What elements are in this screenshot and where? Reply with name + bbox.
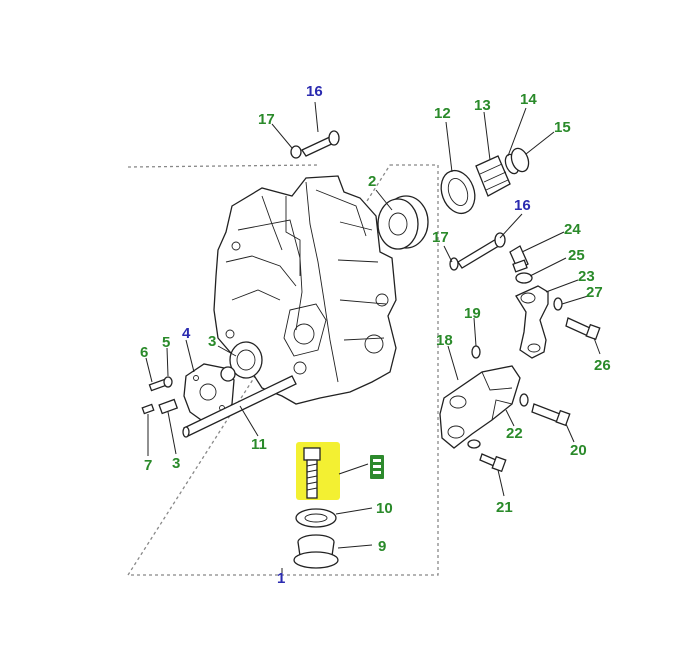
part-17-washer-top[interactable]	[290, 145, 302, 159]
part-3b-dowel[interactable]	[158, 398, 179, 415]
callout-13: 13	[474, 97, 491, 114]
part-13-spacer[interactable]	[475, 155, 511, 197]
part-19-ring[interactable]	[471, 345, 481, 359]
callout-9: 9	[378, 538, 386, 555]
part-24-switch[interactable]	[509, 245, 529, 273]
callout-23: 23	[578, 268, 595, 285]
part-23-bracket[interactable]	[515, 285, 549, 359]
callout-21: 21	[496, 499, 513, 516]
callout-17-right: 17	[432, 229, 449, 246]
callout-20: 20	[570, 442, 587, 459]
part-22-washer-b[interactable]	[467, 439, 481, 449]
part-5-washer[interactable]	[163, 376, 173, 388]
highlighted-bolt[interactable]	[296, 442, 340, 500]
part-26-bolt[interactable]	[565, 317, 601, 341]
callout-4: 4	[182, 325, 191, 342]
assembly-boundary	[126, 164, 439, 576]
part-27-washer[interactable]	[553, 297, 563, 311]
part-9-flange[interactable]	[293, 534, 339, 569]
parts-list-icon[interactable]	[370, 455, 384, 479]
part-10-washer[interactable]	[295, 508, 337, 528]
callout-5: 5	[162, 334, 170, 351]
part-3-seal[interactable]	[229, 341, 263, 379]
part-16-bolt-top[interactable]	[301, 130, 340, 157]
part-16-bolt-right[interactable]	[457, 232, 506, 269]
part-7-pin[interactable]	[141, 403, 155, 415]
callout-14: 14	[520, 91, 537, 108]
callout-16-right: 16	[514, 197, 531, 214]
callout-16-top: 16	[306, 83, 323, 100]
part-12-seal[interactable]	[435, 166, 480, 218]
callout-25: 25	[568, 247, 585, 264]
callout-10: 10	[376, 500, 393, 517]
transfer-case-housing[interactable]	[213, 175, 397, 405]
callout-labels: 16 17 2 3 4 5 6 7 3 11 10 9 1 12 13 14 1…	[140, 83, 611, 587]
part-22-washer-a[interactable]	[519, 393, 529, 407]
part-2-bearing[interactable]	[377, 195, 429, 250]
callout-27: 27	[586, 284, 603, 301]
callout-3-upper: 3	[208, 333, 216, 350]
callout-24: 24	[564, 221, 581, 238]
part-20-bolt[interactable]	[531, 403, 571, 427]
callout-11: 11	[251, 436, 267, 453]
callout-15: 15	[554, 119, 571, 136]
callout-2: 2	[368, 173, 376, 190]
callout-17-top: 17	[258, 111, 275, 128]
callout-3-lower: 3	[172, 455, 180, 472]
callout-22: 22	[506, 425, 523, 442]
part-15-oring[interactable]	[508, 146, 531, 174]
part-18-mount[interactable]	[439, 365, 521, 449]
callout-19: 19	[464, 305, 481, 322]
callout-12: 12	[434, 105, 451, 122]
callout-7: 7	[144, 457, 152, 474]
part-21-bolt[interactable]	[479, 453, 507, 473]
callout-26: 26	[594, 357, 611, 374]
callout-1: 1	[277, 570, 285, 587]
callout-18: 18	[436, 332, 453, 349]
leader-lines	[145, 101, 601, 574]
callout-6: 6	[140, 344, 148, 361]
part-25-washer[interactable]	[515, 272, 533, 284]
